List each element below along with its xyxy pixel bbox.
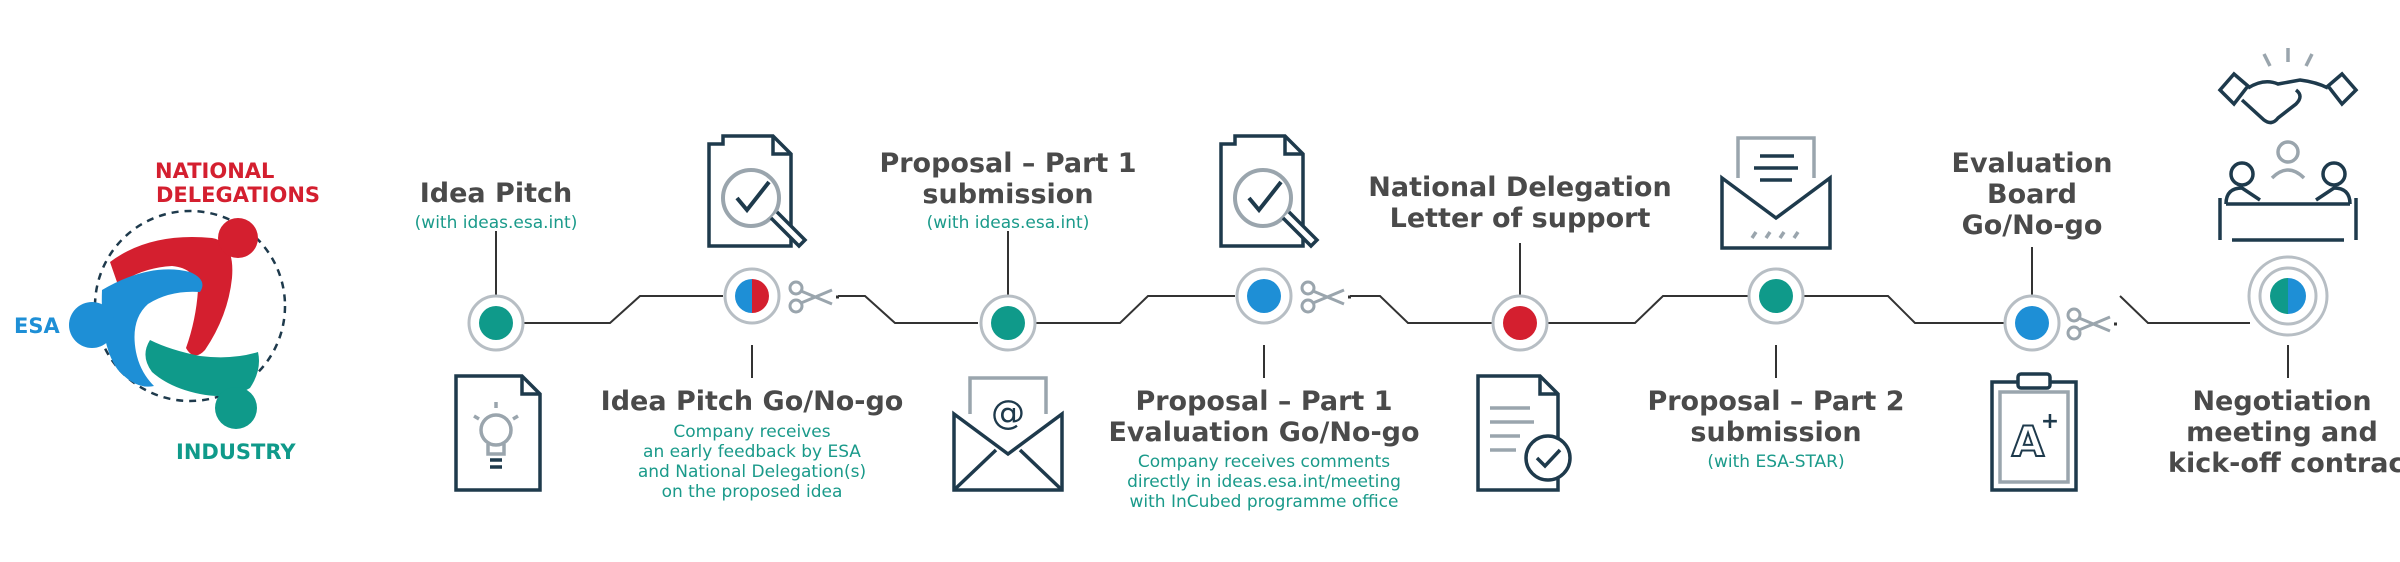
timeline-path: [495, 231, 2289, 378]
node-national-letter: [1491, 294, 1549, 352]
step-proposal2-title-1: Proposal – Part 2: [1647, 386, 1905, 417]
node-idea-gonogo: [723, 267, 781, 325]
step-proposal1-title-1: Proposal – Part 1: [879, 148, 1137, 179]
step-proposal1-eval-desc-1: Company receives comments: [1137, 452, 1391, 472]
step-national-letter-title-2: Letter of support: [1389, 203, 1651, 234]
envelope-letter-icon: [1720, 136, 1832, 250]
step-negotiation-title-2: meeting and: [2186, 417, 2378, 448]
scissors-icon: [1300, 280, 1354, 314]
stakeholders-logo-graphic: [69, 209, 287, 429]
step-proposal1-eval-desc-3: with InCubed programme office: [1129, 492, 1399, 512]
logo-national-label: NATIONAL: [155, 159, 275, 183]
scissors-icon: [788, 280, 842, 314]
logo-industry-label: INDUSTRY: [176, 440, 296, 464]
step-idea-gonogo-desc-2: an early feedback by ESA: [643, 442, 861, 462]
node-board: [2003, 294, 2061, 352]
logo-delegations-label: DELEGATIONS: [156, 183, 321, 207]
node-proposal1-eval: [1235, 267, 1293, 325]
step-idea-pitch-sub: (with ideas.esa.int): [414, 213, 578, 233]
step-proposal1-eval-desc-2: directly in ideas.esa.int/meeting: [1127, 472, 1401, 492]
step-national-letter-title-1: National Delegation: [1368, 172, 1672, 203]
email-at-icon: @: [952, 376, 1064, 492]
svg-text:@: @: [991, 393, 1025, 433]
step-proposal1-sub: (with ideas.esa.int): [926, 213, 1090, 233]
step-proposal1-title-2: submission: [922, 179, 1094, 210]
step-proposal1-eval-title-2: Evaluation Go/No-go: [1108, 417, 1420, 448]
clipboard-grade-icon: A +: [1990, 372, 2078, 492]
step-negotiation-title-3: kick-off contract: [2168, 448, 2400, 479]
step-proposal1-eval-title-1: Proposal – Part 1: [1135, 386, 1393, 417]
step-board-title-1: Evaluation: [1951, 148, 2113, 179]
document-check-icon: [1476, 374, 1572, 492]
node-negotiation: [2247, 255, 2329, 337]
step-idea-gonogo-desc-1: Company receives: [673, 422, 831, 442]
step-idea-gonogo-desc-4: on the proposed idea: [661, 482, 843, 502]
handshake-meeting-icon: [2217, 48, 2359, 242]
document-magnifier-check-icon: [707, 134, 808, 249]
step-idea-gonogo-title: Idea Pitch Go/No-go: [600, 386, 904, 417]
svg-text:+: +: [2041, 409, 2059, 434]
step-idea-gonogo-desc-3: and National Delegation(s): [637, 462, 867, 482]
step-proposal2-sub: (with ESA-STAR): [1707, 452, 1845, 472]
node-idea-pitch: [467, 294, 525, 352]
step-board-title-3: Go/No-go: [1961, 210, 2103, 241]
node-proposal1: [979, 294, 1037, 352]
step-board-title-2: Board: [1987, 179, 2077, 210]
logo-esa-label: ESA: [14, 314, 60, 338]
step-proposal2-title-2: submission: [1690, 417, 1862, 448]
svg-text:A: A: [2012, 417, 2045, 466]
node-proposal2: [1747, 267, 1805, 325]
step-idea-pitch-title: Idea Pitch: [419, 178, 573, 209]
step-negotiation-title-1: Negotiation: [2192, 386, 2372, 417]
document-magnifier-check-icon: [1219, 134, 1320, 249]
lightbulb-document-icon: [454, 374, 542, 492]
scissors-icon: [2066, 307, 2120, 341]
